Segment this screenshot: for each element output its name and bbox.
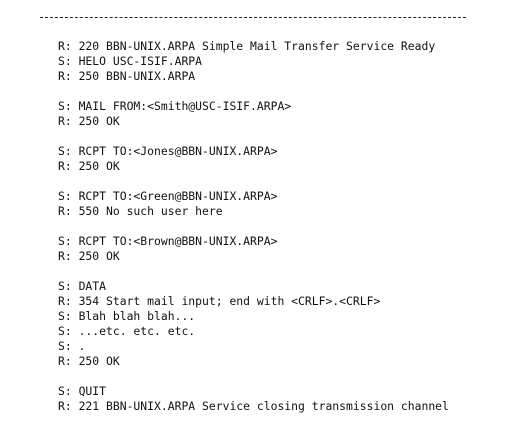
dashed-divider — [40, 17, 466, 18]
receiver-line: R: 250 OK — [58, 354, 120, 368]
sender-line: S: Blah blah blah... — [58, 309, 196, 323]
receiver-line: R: 250 OK — [58, 249, 120, 263]
blank-line — [58, 369, 449, 384]
sender-line: S: MAIL FROM:<Smith@USC-ISIF.ARPA> — [58, 99, 292, 113]
blank-line — [58, 129, 449, 144]
blank-line — [58, 84, 449, 99]
receiver-line: R: 550 No such user here — [58, 204, 223, 218]
sender-line: S: DATA — [58, 279, 107, 293]
receiver-line: R: 354 Start mail input; end with <CRLF>… — [58, 294, 381, 308]
receiver-line: R: 250 OK — [58, 159, 120, 173]
sender-line: S: RCPT TO:<Jones@BBN-UNIX.ARPA> — [58, 144, 278, 158]
blank-line — [58, 174, 449, 189]
receiver-line: R: 220 BBN-UNIX.ARPA Simple Mail Transfe… — [58, 39, 436, 53]
sender-line: S: RCPT TO:<Brown@BBN-UNIX.ARPA> — [58, 234, 278, 248]
receiver-line: R: 250 OK — [58, 114, 120, 128]
smtp-transcript: R: 220 BBN-UNIX.ARPA Simple Mail Transfe… — [58, 39, 449, 414]
blank-line — [58, 264, 449, 279]
sender-line: S: RCPT TO:<Green@BBN-UNIX.ARPA> — [58, 189, 278, 203]
sender-line: S: HELO USC-ISIF.ARPA — [58, 54, 203, 68]
sender-line: S: ...etc. etc. etc. — [58, 324, 196, 338]
receiver-line: R: 250 BBN-UNIX.ARPA — [58, 69, 196, 83]
sender-line: S: . — [58, 339, 86, 353]
sender-line: S: QUIT — [58, 384, 107, 398]
blank-line — [58, 219, 449, 234]
receiver-line: R: 221 BBN-UNIX.ARPA Service closing tra… — [58, 399, 449, 413]
